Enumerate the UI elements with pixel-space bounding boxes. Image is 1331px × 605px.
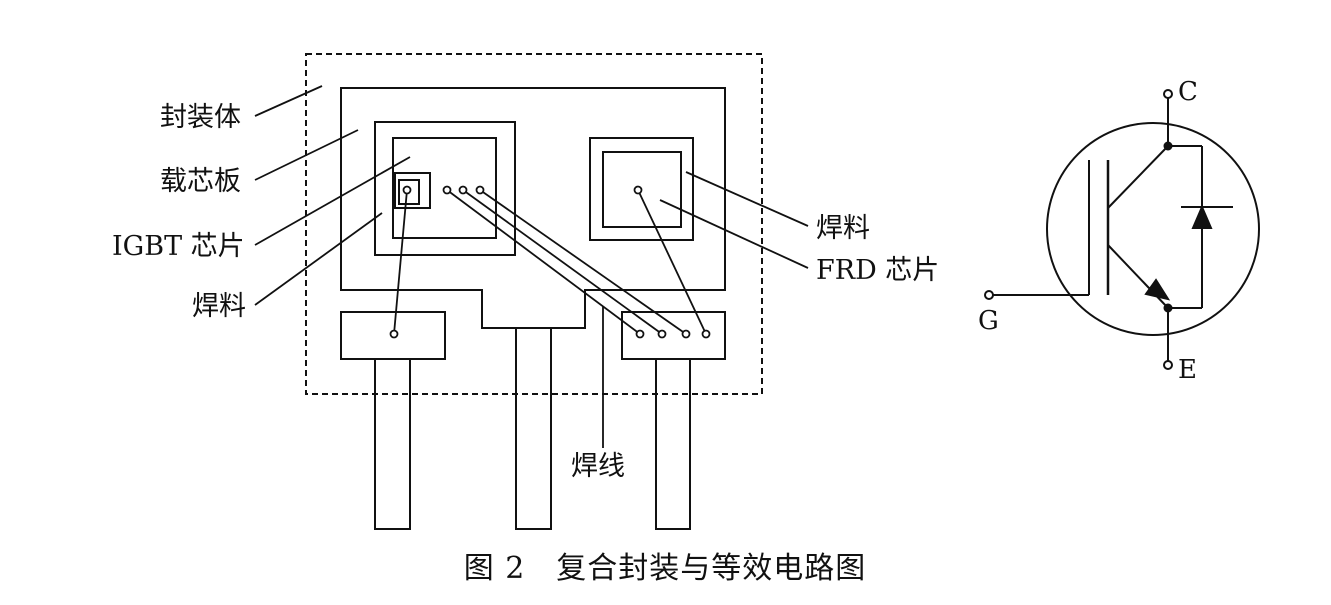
label-solder-left: 焊料: [192, 291, 246, 322]
frd-solder: [589, 137, 694, 241]
igbt-solder: [374, 121, 516, 256]
igbt-gate-pad-inner: [398, 179, 420, 205]
right-lead-pin: [655, 358, 691, 530]
emitter-terminal: [1163, 360, 1173, 370]
bond-wires: [393, 189, 707, 335]
label-frd-chip: FRD 芯片: [816, 255, 939, 286]
igbt-chip: [392, 137, 497, 239]
figure-caption: 图 2 复合封装与等效电路图: [464, 551, 867, 586]
label-solder-right: 焊料: [816, 213, 870, 244]
left-lead-pin: [374, 358, 411, 530]
terminal-collector-label: C: [1178, 77, 1198, 107]
igbt-equivalent-circuit: [984, 89, 1260, 370]
circuit-enclosure: [1046, 122, 1260, 336]
package-body-outline: [305, 53, 763, 395]
leader-lines: [254, 85, 809, 448]
carrier-board: [340, 87, 726, 329]
igbt-gate-pad-outer: [394, 172, 431, 209]
terminal-emitter-label: E: [1178, 355, 1197, 385]
diode-triangle: [1191, 204, 1213, 229]
label-package-body: 封装体: [160, 102, 241, 133]
label-carrier-board: 载芯板: [160, 166, 241, 197]
center-lead-pin: [515, 327, 552, 530]
frd-chip: [602, 151, 682, 228]
gate-terminal: [984, 290, 994, 300]
bond-points: [389, 185, 711, 339]
emitter-arrow: [1144, 278, 1171, 301]
label-igbt-chip: IGBT 芯片: [112, 231, 245, 262]
collector-terminal: [1163, 89, 1173, 99]
terminal-gate-label: G: [978, 306, 999, 336]
label-bond-wire: 焊线: [571, 451, 625, 482]
